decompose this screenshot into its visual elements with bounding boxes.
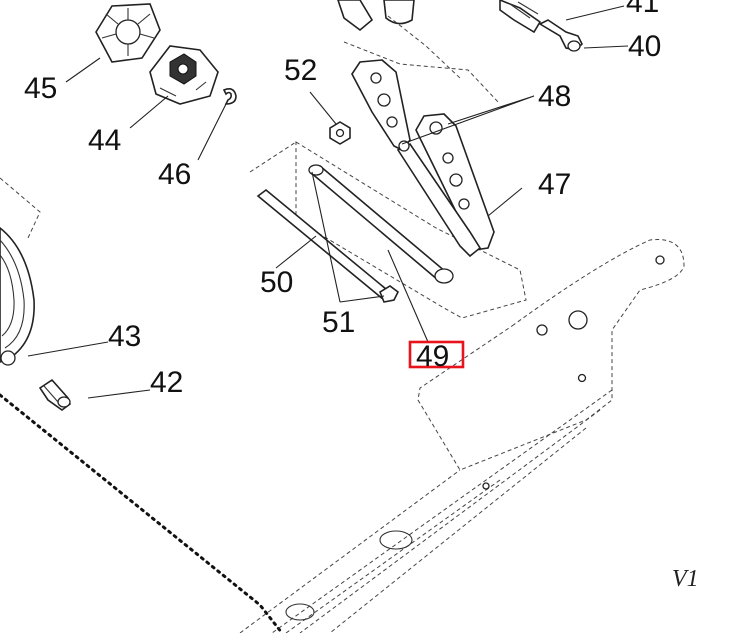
top-assembly-41 (337, 0, 542, 34)
leader-40 (583, 45, 629, 49)
leader-42 (87, 389, 151, 399)
callout-43[interactable]: 43 (108, 320, 141, 353)
guide-line-top (343, 41, 501, 105)
callout-49[interactable]: 49 (416, 340, 449, 373)
leader-50 (275, 235, 317, 269)
callout-51[interactable]: 51 (322, 306, 355, 339)
bolt-part-42 (38, 378, 71, 411)
leader-41 (565, 5, 625, 21)
bracket-part-48 (351, 59, 495, 258)
leader-47 (487, 187, 523, 217)
pulley-part-43 (0, 177, 41, 366)
leader-46 (197, 103, 227, 161)
callout-48[interactable]: 48 (538, 80, 571, 113)
version-mark: V1 (672, 566, 699, 592)
circlip-part-46 (222, 88, 237, 105)
leader-45 (65, 57, 101, 83)
callout-40[interactable]: 40 (628, 30, 661, 63)
rod-part-49 (308, 164, 454, 284)
plate-part-44 (149, 45, 219, 105)
bar-part-50 (256, 188, 400, 303)
callout-41[interactable]: 41 (626, 0, 659, 19)
leader-52 (309, 91, 337, 125)
callout-52[interactable]: 52 (284, 54, 317, 87)
leader-48 (401, 95, 535, 145)
callout-46[interactable]: 46 (158, 158, 191, 191)
bolt-part-40 (538, 19, 583, 52)
leader-49 (387, 249, 429, 343)
leader-44 (129, 95, 169, 129)
callout-44[interactable]: 44 (88, 124, 121, 157)
callout-47[interactable]: 47 (538, 168, 571, 201)
frame-plate (239, 239, 685, 633)
nut-part-52 (329, 121, 351, 145)
leader-43 (27, 341, 109, 357)
frame-dotted-edge (0, 393, 284, 633)
callout-45[interactable]: 45 (24, 72, 57, 105)
highlight-box-49 (408, 340, 465, 369)
callout-42[interactable]: 42 (150, 366, 183, 399)
callout-50[interactable]: 50 (260, 266, 293, 299)
cover-part-45 (95, 3, 161, 63)
leader-51 (311, 171, 385, 303)
